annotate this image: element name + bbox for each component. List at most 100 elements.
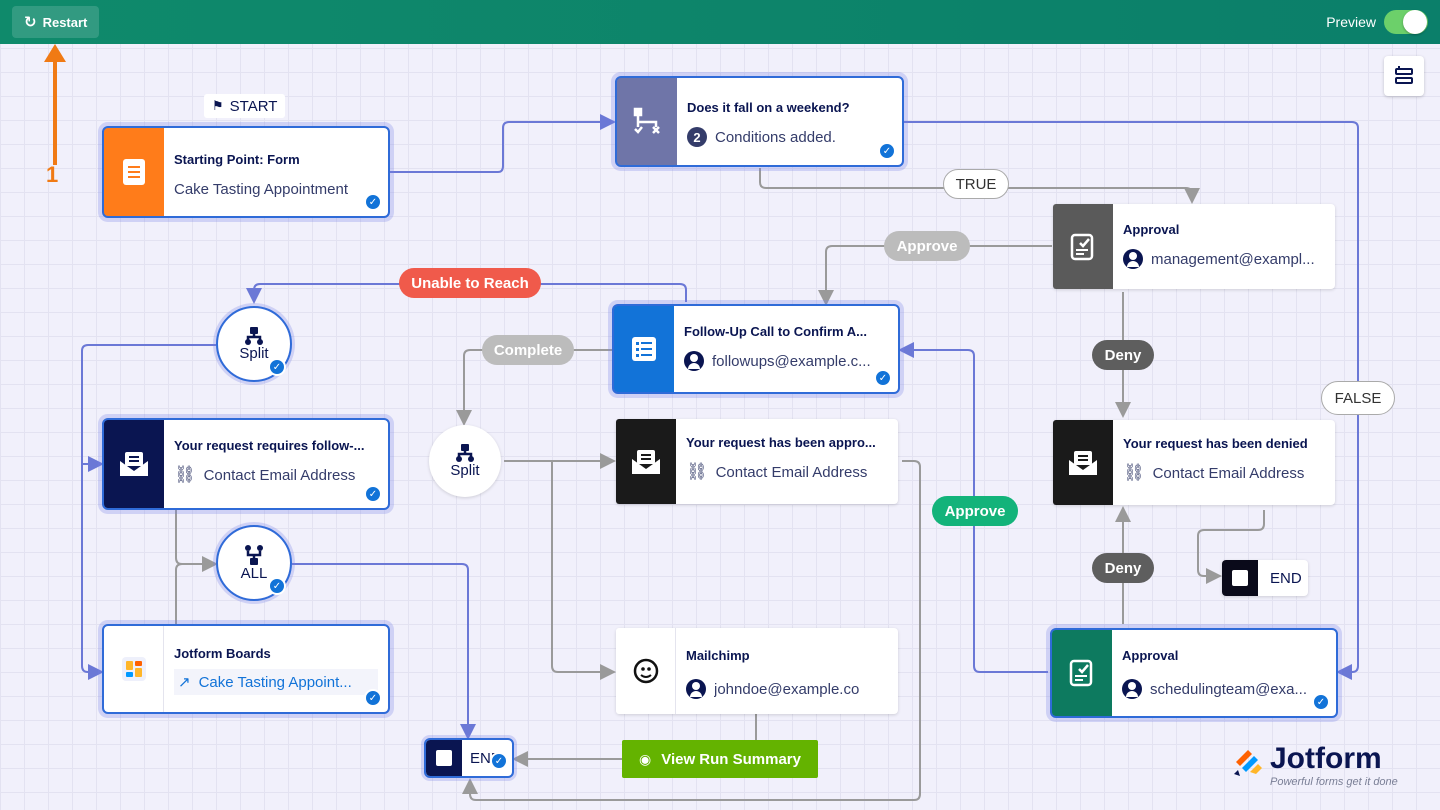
- mailchimp-node[interactable]: Mailchimp johndoe@example.co: [616, 628, 898, 714]
- end-stop-icon: [1222, 560, 1258, 596]
- node-title: Starting Point: Form: [174, 152, 300, 167]
- view-run-summary-button[interactable]: ◉ View Run Summary: [622, 740, 818, 778]
- approve-label-bottom[interactable]: Approve: [932, 496, 1018, 526]
- approval-scheduling-node[interactable]: Approval schedulingteam@exa... ✓: [1050, 628, 1338, 718]
- split-icon: [245, 326, 263, 345]
- node-title: Approval: [1123, 222, 1180, 237]
- split-label: Split: [239, 344, 269, 362]
- checkmark-icon: ✓: [364, 485, 382, 503]
- approve-text: Approve: [944, 502, 1006, 520]
- node-title: Jotform Boards: [174, 646, 271, 661]
- node-subtitle: Contact Email Address: [203, 466, 356, 484]
- external-link-icon: ↗: [178, 674, 191, 691]
- all-label: ALL: [240, 564, 268, 582]
- node-subtitle: management@exampl...: [1151, 250, 1315, 268]
- panel-toggle-button[interactable]: [1384, 56, 1424, 96]
- request-denied-email-node[interactable]: Your request has been denied ⛓ Contact Em…: [1053, 420, 1335, 505]
- merge-icon: [245, 544, 263, 565]
- deny-label-top[interactable]: Deny: [1092, 340, 1154, 370]
- checkmark-icon: ✓: [1312, 693, 1330, 711]
- true-branch-label[interactable]: TRUE: [943, 169, 1009, 199]
- brand-tagline: Powerful forms get it done: [1270, 776, 1398, 788]
- start-tag: ⚑ START: [204, 94, 286, 118]
- email-icon: [616, 419, 676, 504]
- mailchimp-icon: [616, 628, 676, 714]
- checkmark-icon: ✓: [364, 193, 382, 211]
- user-avatar-icon: [684, 351, 704, 371]
- node-title: Approval: [1122, 648, 1179, 663]
- approve-label-top[interactable]: Approve: [884, 231, 970, 261]
- unable-to-reach-label[interactable]: Unable to Reach: [399, 268, 541, 298]
- approval-icon: [1053, 204, 1113, 289]
- checkmark-icon: ✓: [874, 369, 892, 387]
- node-title: Your request requires follow-...: [174, 438, 365, 453]
- eye-icon: ◉: [639, 750, 652, 767]
- preview-label: Preview: [1326, 14, 1376, 30]
- link-icon: ⛓: [686, 462, 708, 481]
- deny-text: Deny: [1104, 559, 1142, 577]
- node-title: Your request has been denied: [1123, 436, 1308, 451]
- jotform-logo: Jotform Powerful forms get it done: [1232, 744, 1398, 788]
- top-bar: ↻ Restart Preview: [0, 0, 1440, 44]
- complete-label[interactable]: Complete: [482, 335, 574, 365]
- split-top-node[interactable]: Split ✓: [216, 306, 292, 382]
- checkmark-icon: ✓: [490, 752, 508, 770]
- all-node[interactable]: ALL ✓: [216, 525, 292, 601]
- node-title: Mailchimp: [686, 648, 750, 663]
- approval-icon: [1052, 630, 1112, 716]
- user-avatar-icon: [1123, 249, 1143, 269]
- form-icon: [104, 128, 164, 216]
- node-subtitle: Contact Email Address: [715, 463, 868, 481]
- false-label-text: FALSE: [1334, 389, 1382, 407]
- end-node-bottom[interactable]: END ✓: [424, 738, 514, 778]
- link-icon: ⛓: [174, 465, 196, 484]
- checkmark-icon: ✓: [268, 358, 286, 376]
- node-subtitle: Contact Email Address: [1152, 464, 1305, 482]
- checkmark-icon: ✓: [878, 142, 896, 160]
- task-list-icon: [614, 306, 674, 392]
- request-follow-up-email-node[interactable]: Your request requires follow-... ⛓ Contac…: [102, 418, 390, 510]
- true-label-text: TRUE: [955, 175, 997, 193]
- unable-to-reach-text: Unable to Reach: [411, 274, 529, 292]
- starting-point-node[interactable]: Starting Point: Form Cake Tasting Appoin…: [102, 126, 390, 218]
- preview-control: Preview: [1326, 10, 1428, 34]
- refresh-icon: ↻: [24, 14, 37, 31]
- user-avatar-icon: [1122, 679, 1142, 699]
- follow-up-call-node[interactable]: Follow-Up Call to Confirm A... followups…: [612, 304, 900, 394]
- brand-name: Jotform: [1270, 742, 1382, 775]
- checkmark-icon: ✓: [364, 689, 382, 707]
- weekend-condition-node[interactable]: Does it fall on a weekend? 2 Conditions …: [615, 76, 904, 167]
- email-icon: [1053, 420, 1113, 505]
- jotform-boards-node[interactable]: Jotform Boards ↗ Cake Tasting Appoint...…: [102, 624, 390, 714]
- link-icon: ⛓: [1123, 463, 1145, 482]
- flag-icon: ⚑: [212, 98, 224, 113]
- node-title: Does it fall on a weekend?: [687, 100, 850, 115]
- approval-management-node[interactable]: Approval management@exampl...: [1053, 204, 1335, 289]
- deny-text: Deny: [1104, 346, 1142, 364]
- condition-icon: [617, 78, 677, 165]
- false-branch-label[interactable]: FALSE: [1321, 381, 1395, 415]
- jotform-logo-icon: [1234, 750, 1262, 776]
- node-subtitle: Cake Tasting Appointment: [174, 181, 349, 198]
- restart-button[interactable]: ↻ Restart: [12, 6, 100, 38]
- split-label: Split: [450, 461, 480, 479]
- node-subtitle: Cake Tasting Appoint...: [198, 673, 352, 691]
- complete-text: Complete: [493, 341, 563, 359]
- request-approved-email-node[interactable]: Your request has been appro... ⛓Contact …: [616, 419, 898, 504]
- annotation-step-number: 1: [46, 162, 59, 187]
- boards-icon: [104, 626, 164, 712]
- start-label: START: [229, 97, 278, 115]
- end-node-right[interactable]: END: [1222, 560, 1308, 596]
- preview-toggle[interactable]: [1384, 10, 1428, 34]
- end-label: END: [1270, 569, 1302, 587]
- node-subtitle: Conditions added.: [715, 128, 836, 146]
- layers-icon: [1395, 66, 1413, 84]
- node-title: Follow-Up Call to Confirm A...: [684, 324, 867, 339]
- split-mid-node[interactable]: Split: [429, 425, 501, 497]
- node-subtitle: followups@example.c...: [712, 352, 871, 370]
- condition-count-badge: 2: [687, 127, 707, 147]
- node-subtitle: johndoe@example.co: [714, 680, 860, 698]
- annotation-arrow: [44, 44, 66, 165]
- node-subtitle: schedulingteam@exa...: [1150, 680, 1307, 698]
- deny-label-bottom[interactable]: Deny: [1092, 553, 1154, 583]
